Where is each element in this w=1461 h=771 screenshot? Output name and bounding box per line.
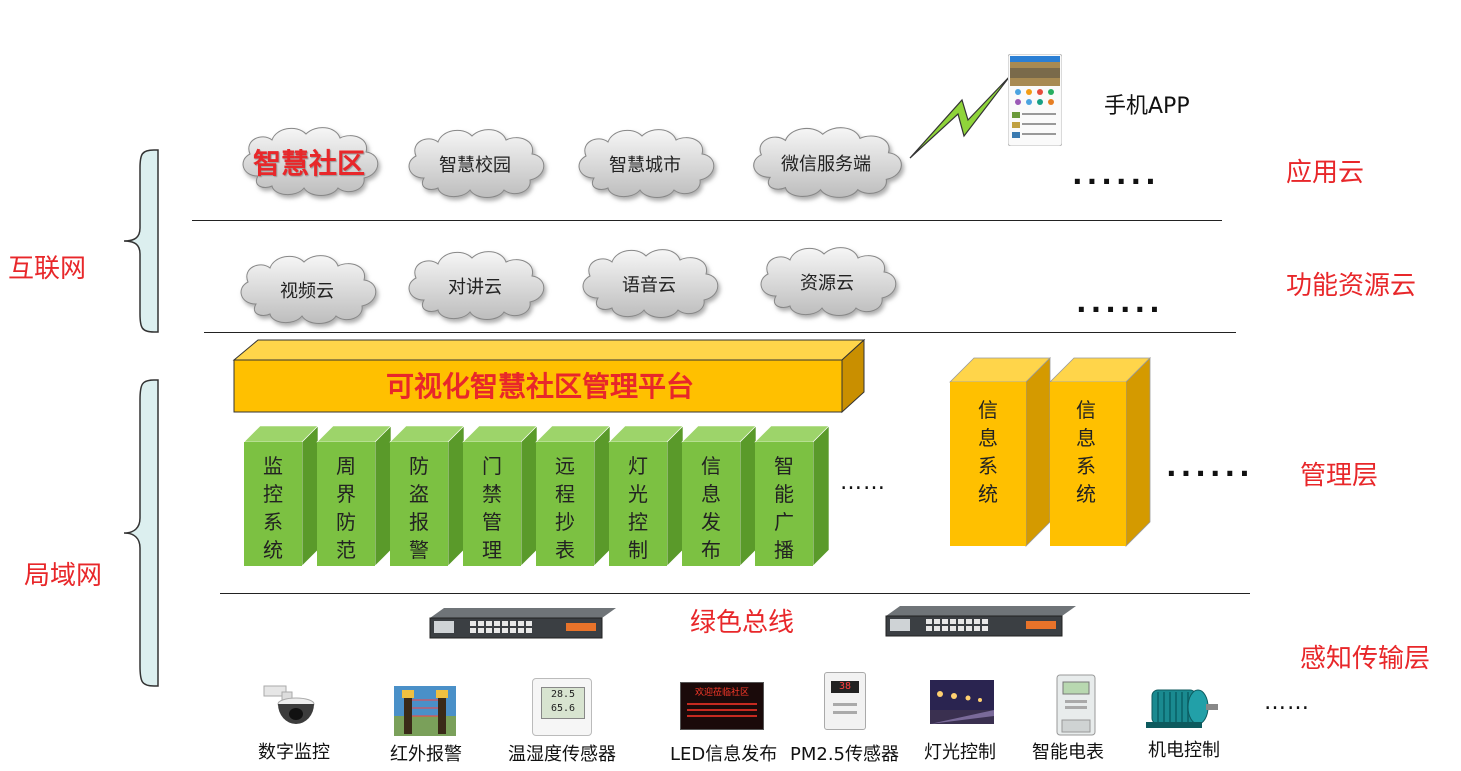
cloud-label: 智慧城市 (609, 155, 681, 176)
cloud-video: 视频云 (232, 252, 382, 328)
application-ellipsis: ...... (1072, 158, 1160, 191)
subsystem-box: 信 息 发 布 (680, 424, 758, 570)
lan-label: 局域网 (24, 561, 103, 591)
platform-title: 可视化智慧社区管理平台 (385, 370, 694, 403)
pm25-reading: 38 (831, 681, 859, 693)
temp-humidity-sensor-icon: 28.5 65.6 (532, 678, 592, 736)
street-light-icon (930, 680, 994, 724)
internet-label: 互联网 (8, 254, 87, 284)
layer-management-label: 管理层 (1300, 461, 1379, 491)
device-label: 灯光控制 (924, 742, 996, 763)
temperature-reading: 28.5 (550, 689, 576, 700)
subsystem-label: 防 盗 报 警 (409, 454, 429, 562)
device-label: 红外报警 (390, 744, 462, 765)
layer-function-label: 功能资源云 (1286, 271, 1417, 301)
cloud-voice: 语音云 (574, 246, 724, 322)
lightning-icon (909, 75, 1011, 159)
device-label: PM2.5传感器 (790, 744, 900, 765)
led-board-text: 欢迎莅临社区 (694, 688, 749, 698)
device-label: LED信息发布 (670, 744, 778, 765)
device-label: 智能电表 (1032, 742, 1104, 763)
info-system-box: 信 息 系 统 (948, 356, 1054, 548)
network-switch (885, 604, 1076, 642)
lan-bracket (123, 379, 159, 687)
subsystem-box: 智 能 广 播 (753, 424, 831, 570)
divider-application (192, 220, 1222, 221)
layer-sensing-label: 感知传输层 (1300, 644, 1431, 674)
subsystem-label: 周 界 防 范 (336, 454, 356, 562)
subsystem-box: 防 盗 报 警 (388, 424, 466, 570)
cloud-label: 智慧校园 (439, 155, 511, 176)
mobile-app-label: 手机APP (1104, 94, 1190, 119)
device-label: 数字监控 (258, 742, 330, 763)
cloud-resource: 资源云 (752, 244, 902, 320)
humidity-reading: 65.6 (550, 703, 576, 714)
info-system-label: 信 息 系 统 (1076, 398, 1096, 506)
phone-app-icon (1007, 53, 1063, 147)
cloud-smart-community: 智慧社区 (234, 124, 384, 200)
cloud-label: 对讲云 (448, 277, 502, 298)
function-ellipsis: ...... (1076, 286, 1164, 319)
subsystem-label: 智 能 广 播 (774, 454, 794, 562)
management-ellipsis: ...... (1166, 450, 1254, 483)
cloud-label: 语音云 (622, 275, 676, 296)
subsystem-label: 灯 光 控 制 (628, 454, 648, 562)
cloud-wechat-server: 微信服务端 (746, 124, 906, 202)
pm25-sensor-icon: 38 (824, 672, 866, 730)
cloud-label: 智慧社区 (252, 147, 365, 180)
cloud-smart-city: 智慧城市 (570, 126, 720, 202)
subsystem-label: 信 息 发 布 (701, 454, 721, 562)
device-ellipsis: …… (1264, 690, 1310, 715)
management-platform-bar (232, 338, 866, 414)
infrared-alarm-icon (394, 686, 456, 736)
subsystem-box: 周 界 防 范 (315, 424, 393, 570)
smart-meter-icon (1056, 674, 1096, 736)
subsystem-box: 远 程 抄 表 (534, 424, 612, 570)
info-system-label: 信 息 系 统 (978, 398, 998, 506)
cloud-smart-campus: 智慧校园 (400, 126, 550, 202)
subsystem-label: 门 禁 管 理 (482, 454, 502, 562)
cloud-intercom: 对讲云 (400, 248, 550, 324)
subsystem-label: 监 控 系 统 (263, 454, 283, 562)
layer-application-label: 应用云 (1286, 158, 1365, 188)
subsystem-box: 灯 光 控 制 (607, 424, 685, 570)
cloud-label: 视频云 (280, 281, 334, 302)
green-bus-label: 绿色总线 (690, 608, 795, 638)
cloud-label: 资源云 (800, 273, 854, 294)
subsystem-box: 监 控 系 统 (242, 424, 320, 570)
subsystem-ellipsis: …… (840, 470, 886, 495)
device-label: 机电控制 (1148, 740, 1220, 761)
electric-motor-icon (1146, 689, 1218, 728)
divider-function (204, 332, 1236, 333)
device-label: 温湿度传感器 (508, 744, 616, 765)
dome-camera-icon (263, 685, 315, 724)
internet-bracket (123, 149, 159, 333)
led-board-icon: 欢迎莅临社区 (680, 682, 764, 730)
cloud-label: 微信服务端 (781, 154, 871, 175)
info-system-box: 信 息 系 统 (1048, 356, 1154, 548)
subsystem-label: 远 程 抄 表 (555, 454, 575, 562)
network-switch (429, 606, 616, 644)
divider-bus (220, 593, 1250, 594)
subsystem-box: 门 禁 管 理 (461, 424, 539, 570)
